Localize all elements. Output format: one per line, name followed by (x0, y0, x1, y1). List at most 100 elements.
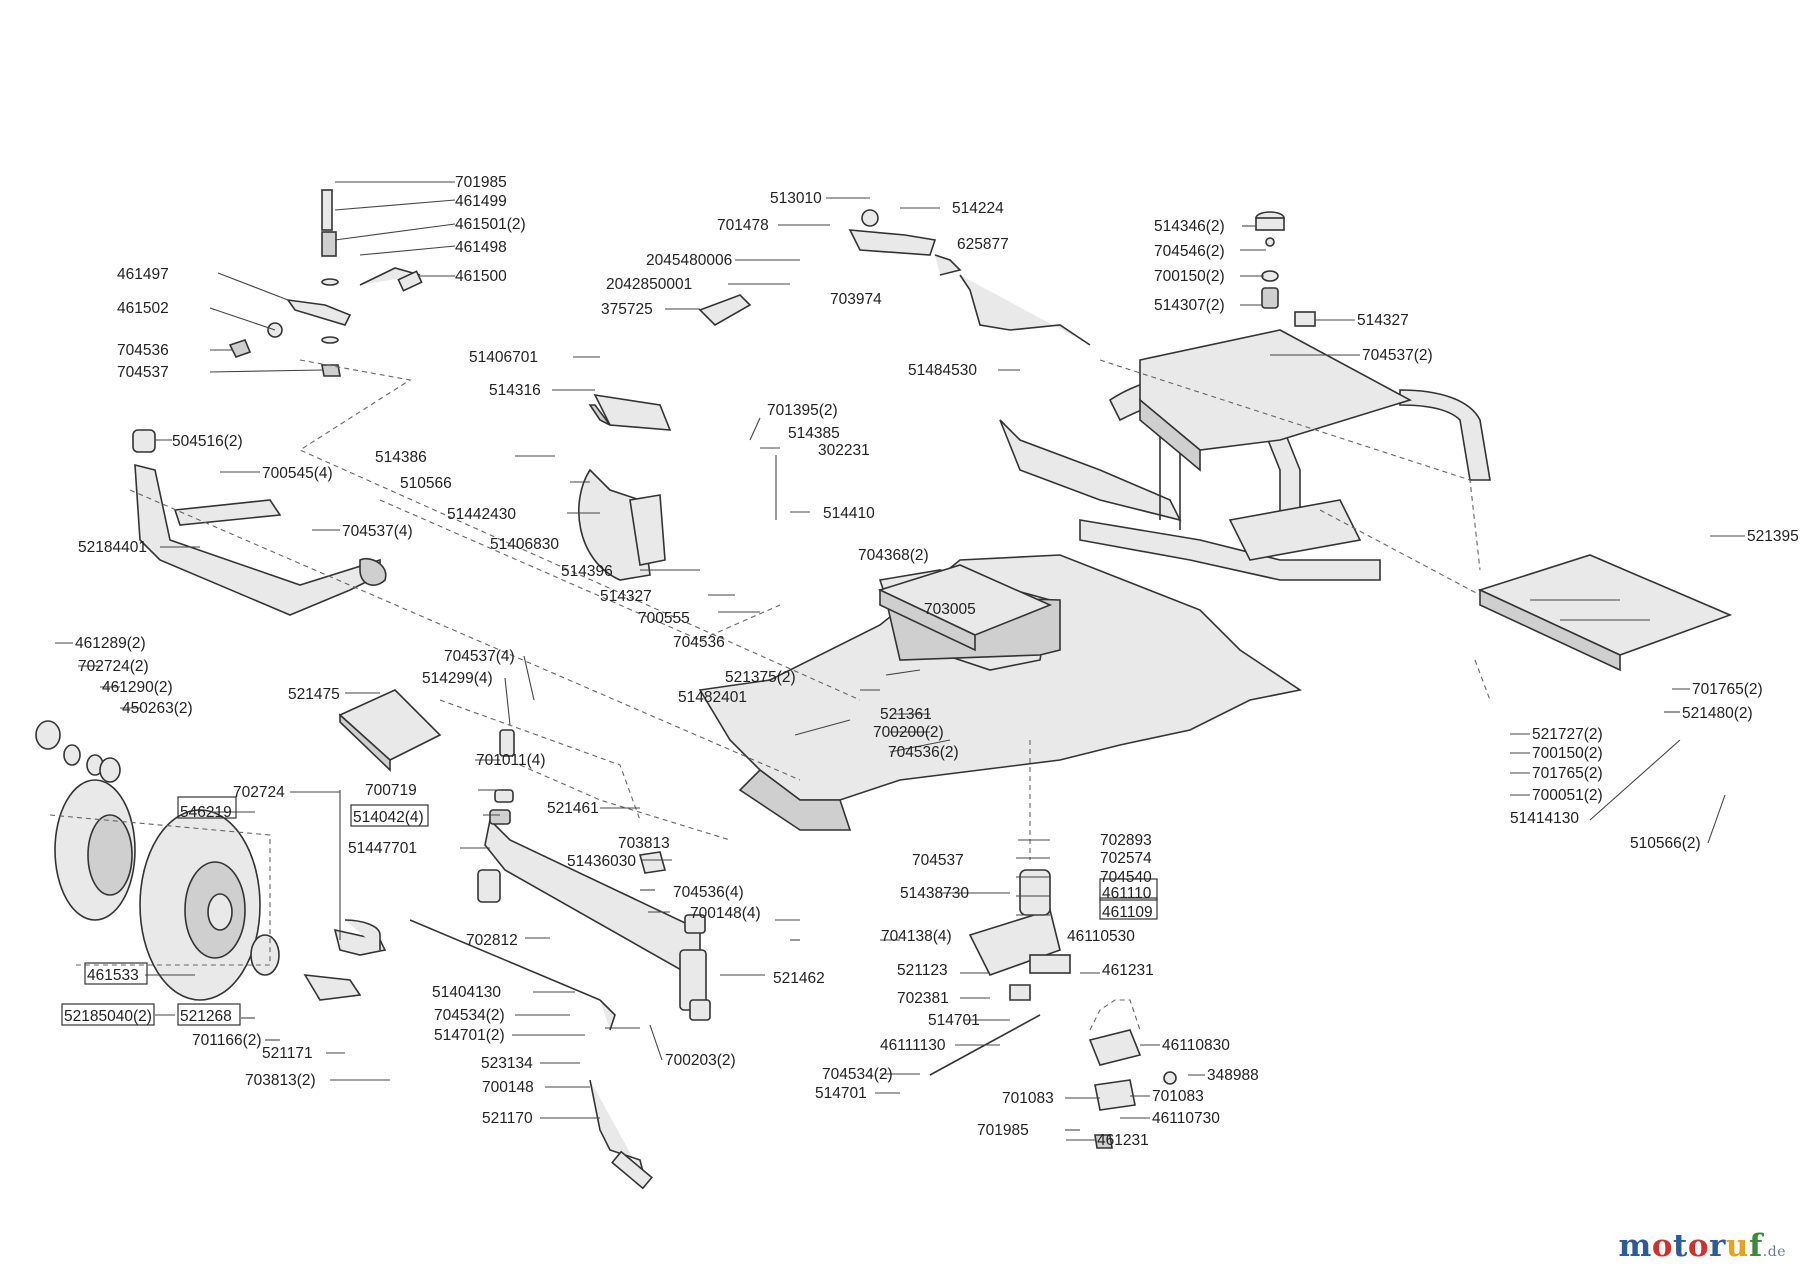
part-label: 625877 (957, 236, 1009, 253)
part-label: 450263(2) (122, 700, 193, 717)
part-label: 51406701 (469, 349, 538, 366)
logo-letter: o (1687, 1228, 1710, 1264)
part-label: 52185040(2) (64, 1008, 152, 1025)
part-label: 375725 (601, 301, 653, 318)
logo-tld: .de (1762, 1244, 1786, 1260)
part-label: 461109 (1102, 904, 1153, 921)
parts-artwork (35, 189, 1733, 1190)
part-label: 700555 (638, 610, 690, 627)
part-label: 700203(2) (665, 1052, 736, 1069)
part-label: 51438730 (900, 885, 969, 902)
part-label: 700719 (365, 782, 417, 799)
part-label: 704536(2) (888, 744, 959, 761)
part-label: 51436030 (567, 853, 636, 870)
part-label: 521361 (880, 706, 932, 723)
chassis-frame (698, 329, 1491, 831)
part-label: 701765(2) (1532, 765, 1603, 782)
part-label: 461499 (455, 193, 507, 210)
part-label: 461110 (1102, 885, 1152, 902)
part-label: 700148 (482, 1079, 534, 1096)
part-label: 521727(2) (1532, 726, 1603, 743)
foot-plate (338, 689, 515, 772)
part-label: 701083 (1002, 1090, 1054, 1107)
logo-letter: u (1725, 1228, 1749, 1264)
part-label: 504516(2) (172, 433, 243, 450)
part-label: 701011(4) (476, 752, 546, 769)
part-label: 704537(2) (1362, 347, 1433, 364)
part-label: 702812 (466, 932, 518, 949)
part-label: 51447701 (348, 840, 417, 857)
part-label: 521268 (180, 1008, 232, 1025)
part-label: 703974 (830, 291, 882, 308)
part-label: 701478 (717, 217, 769, 234)
part-label: 514224 (952, 200, 1004, 217)
part-label: 702724 (233, 784, 285, 801)
part-label: 514327 (1357, 312, 1409, 329)
part-label: 521170 (482, 1110, 533, 1127)
part-label: 514410 (823, 505, 875, 522)
part-label: 704546(2) (1154, 243, 1225, 260)
part-label: 514385 (788, 425, 840, 442)
part-label: 521123 (897, 962, 948, 979)
hitch-bracket (228, 189, 423, 377)
part-label: 704534(2) (434, 1007, 505, 1024)
part-label: 514386 (375, 449, 427, 466)
part-label: 514396 (561, 563, 613, 580)
gear-lever (698, 209, 1091, 346)
part-label: 348988 (1207, 1067, 1259, 1084)
part-label: 514346(2) (1154, 218, 1225, 235)
part-label: 702381 (897, 990, 949, 1007)
logo-letter: m (1618, 1228, 1652, 1264)
part-label: 704537 (912, 852, 964, 869)
part-label: 510566 (400, 475, 452, 492)
part-label: 461497 (117, 266, 169, 283)
part-label: 704536(4) (673, 884, 744, 901)
motoruf-logo: motoruf.de (1619, 1228, 1786, 1264)
part-label: 703813(2) (245, 1072, 316, 1089)
part-label: 2042850001 (606, 276, 692, 293)
part-label: 46110830 (1162, 1037, 1230, 1054)
part-label: 514701(2) (434, 1027, 505, 1044)
part-label: 461289(2) (75, 635, 146, 652)
part-label: 704540 (1100, 869, 1152, 886)
part-label: 700150(2) (1154, 268, 1225, 285)
part-label: 701083 (1152, 1088, 1204, 1105)
part-label: 51404130 (432, 984, 501, 1001)
part-label: 700150(2) (1532, 745, 1603, 762)
part-label: 51414130 (1510, 810, 1579, 827)
part-label: 461502 (117, 300, 169, 317)
part-label: 704537(4) (342, 523, 413, 540)
part-label: 546219 (180, 804, 232, 821)
part-label: 521461 (547, 800, 599, 817)
part-label: 521480(2) (1682, 705, 1753, 722)
part-label: 700051(2) (1532, 787, 1603, 804)
part-label: 703813 (618, 835, 670, 852)
seat-plate (1477, 554, 1733, 672)
part-label: 514701 (928, 1012, 980, 1029)
part-label: 461498 (455, 239, 507, 256)
part-label: 46110530 (1067, 928, 1135, 945)
part-label: 704536 (673, 634, 725, 651)
part-label: 704534(2) (822, 1066, 893, 1083)
part-label: 51442430 (447, 506, 516, 523)
part-label: 701166(2) (192, 1032, 262, 1049)
logo-letter: r (1709, 1228, 1726, 1264)
part-label: 700545(4) (262, 465, 333, 482)
part-label: 704537(4) (444, 648, 515, 665)
part-label: 704368(2) (858, 547, 929, 564)
tie-rod (303, 919, 653, 1190)
part-label: 701765(2) (1692, 681, 1763, 698)
part-label: 302231 (818, 442, 870, 459)
part-label: 521375(2) (725, 669, 796, 686)
part-label: 523134 (481, 1055, 533, 1072)
part-label: 51484530 (908, 362, 977, 379)
steering-sector (929, 869, 1177, 1149)
part-label: 521171 (262, 1045, 313, 1062)
logo-letter: t (1673, 1228, 1688, 1264)
part-label: 461231 (1102, 962, 1154, 979)
part-label: 514316 (489, 382, 541, 399)
part-label: 46110730 (1152, 1110, 1220, 1127)
part-label: 461231 (1097, 1132, 1149, 1149)
part-label: 521462 (773, 970, 825, 987)
